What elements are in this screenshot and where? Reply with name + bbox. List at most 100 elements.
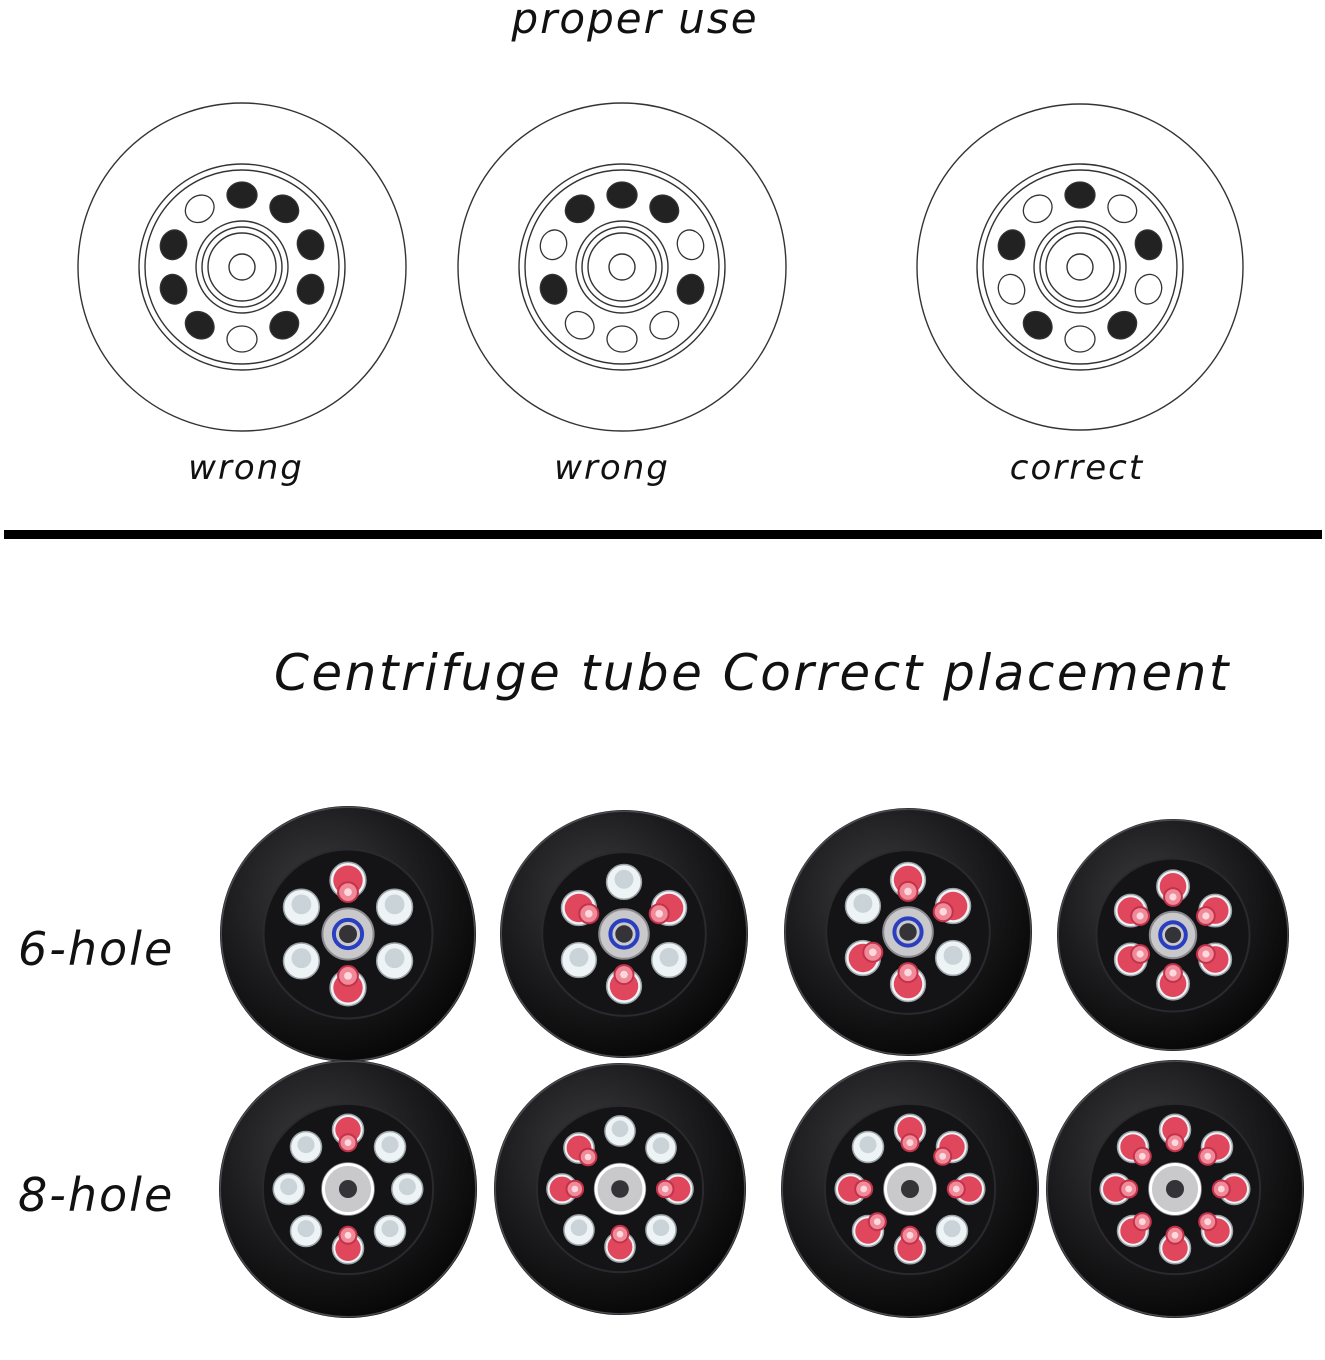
hub-ring-mid [201, 226, 283, 308]
empty-slot [226, 325, 258, 353]
tube-cap-hole [344, 1231, 352, 1239]
rotor-hole-depth [859, 1136, 877, 1154]
rotor-hole-depth [280, 1178, 298, 1196]
tube-cap-hole [952, 1185, 960, 1193]
rotor-hole-depth [381, 1220, 399, 1238]
filled-slot [269, 194, 300, 224]
outer-rim [457, 102, 787, 432]
rotor-hole-depth [384, 894, 405, 915]
rotor-ring-inner [982, 169, 1178, 365]
filled-slot [226, 181, 258, 209]
hub-nut [611, 1180, 629, 1198]
tube-cap-hole [939, 907, 947, 916]
tube-cap-hole [1136, 912, 1144, 920]
tube-cap-hole [1217, 1185, 1225, 1193]
rotor-hole-depth [659, 947, 679, 967]
row-label-6-hole: 6-hole [18, 922, 175, 976]
hub-ring-outer [575, 220, 669, 314]
empty-slot [539, 229, 568, 261]
rotor-rim [781, 1060, 1039, 1318]
tube-cap-hole [1138, 1152, 1146, 1160]
tube-cap-hole [1202, 950, 1210, 958]
empty-slot [564, 310, 595, 340]
rotor-hole-depth [297, 1220, 315, 1238]
filled-slot [564, 194, 595, 224]
hub-nut [899, 923, 917, 941]
hub-nut [615, 925, 633, 943]
tube-cap-hole [860, 1185, 868, 1193]
rotor-hole-depth [652, 1219, 670, 1236]
tube-cap-hole [1125, 1185, 1133, 1193]
tube-cap-hole [1169, 969, 1177, 977]
filled-slot [159, 273, 188, 305]
filled-slot [159, 229, 188, 261]
diagram-label-wrong-1: wrong [188, 448, 304, 488]
rotor-ring-inner [144, 169, 340, 365]
filled-slot [606, 181, 638, 209]
outer-rim [916, 103, 1244, 431]
hub-white-ring [1149, 1163, 1201, 1215]
diagram-label-wrong-2: wrong [554, 448, 670, 488]
rotor-hole-depth [381, 1136, 399, 1154]
hub-blue-ring [892, 916, 924, 948]
tube-cap-hole [904, 887, 912, 896]
hub-white-ring [884, 1163, 936, 1215]
tube-cap-hole [906, 1139, 914, 1147]
rotor-ring-outer [518, 163, 726, 371]
tube-cap-hole [344, 972, 352, 980]
tube-cap-hole [584, 1153, 592, 1161]
filled-slot [296, 273, 325, 305]
hub-blue-ring [608, 918, 640, 950]
tube-cap-hole [1204, 1152, 1212, 1160]
tube-cap-hole [571, 1185, 579, 1193]
empty-slot [606, 325, 638, 353]
tube-cap-hole [906, 1231, 914, 1239]
filled-slot [269, 310, 300, 340]
spindle [1066, 253, 1094, 281]
rotor-hole-depth [570, 1219, 588, 1236]
section-title: Centrifuge tube Correct placement [274, 644, 1231, 702]
hub-ring-mid [1039, 226, 1121, 308]
hub-ring-inner [207, 232, 277, 302]
rotor-hole-depth [398, 1178, 416, 1196]
rotor-ring-outer [138, 163, 346, 371]
rotor-hole-depth [611, 1120, 629, 1138]
hub-ring-outer [195, 220, 289, 314]
rotor-diagram-correct [916, 103, 1244, 431]
tube-cap-hole [1202, 912, 1210, 920]
rotor-6-hole-1 [220, 806, 476, 1062]
filled-slot [1134, 229, 1163, 261]
tube-cap-hole [620, 970, 628, 979]
empty-slot [997, 273, 1026, 305]
rotor-rim [219, 1060, 477, 1318]
hub-ring-outer [1033, 220, 1127, 314]
tube-cap-hole [904, 968, 912, 977]
empty-slot [1064, 325, 1096, 353]
tube-cap-hole [873, 1218, 881, 1226]
rotor-rim [500, 810, 748, 1058]
empty-slot [649, 310, 680, 340]
spindle [228, 253, 256, 281]
section-divider [4, 530, 1322, 539]
hub-ring-inner [587, 232, 657, 302]
tube-cap-hole [616, 1230, 624, 1238]
filled-slot [1107, 310, 1138, 340]
page-title: proper use [511, 0, 759, 43]
hub-ring-mid [581, 226, 663, 308]
empty-slot [1107, 194, 1138, 224]
hub-nut [339, 925, 357, 943]
rotor-6-hole-3 [784, 808, 1032, 1056]
hub-nut [1166, 1180, 1184, 1198]
rotor-rim [784, 808, 1032, 1056]
tube-cap-hole [661, 1185, 669, 1193]
tube-cap-hole [1171, 1231, 1179, 1239]
rotor-8-hole-1 [219, 1060, 477, 1318]
hub-nut [1164, 926, 1182, 944]
rotor-8-hole-3 [781, 1060, 1039, 1318]
rotor-hole-depth [291, 948, 312, 969]
rotor-ring-inner [524, 169, 720, 365]
filled-slot [997, 229, 1026, 261]
rotor-rim [1057, 819, 1289, 1051]
rotor-hole-depth [943, 1220, 961, 1238]
tube-cap-hole [939, 1152, 947, 1160]
